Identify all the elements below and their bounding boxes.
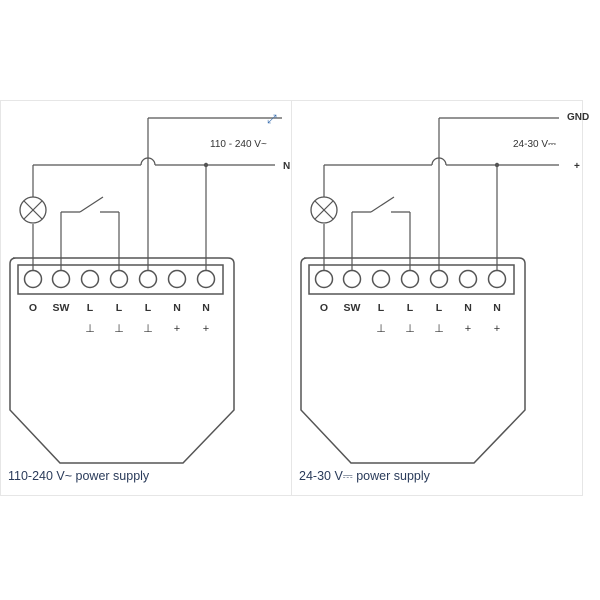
switch-blade — [79, 196, 104, 213]
terminal-screw — [23, 269, 43, 289]
switch-blade — [370, 196, 395, 213]
polarity-symbol: ⊥ — [143, 323, 153, 335]
terminal-label: N — [493, 302, 501, 314]
panel-ac-wiring — [0, 100, 292, 496]
terminal-label: L — [87, 302, 94, 314]
polarity-symbol: ⊥ — [434, 323, 444, 335]
terminal-label: N — [202, 302, 210, 314]
terminal-screw — [138, 269, 158, 289]
terminal-label: SW — [344, 302, 361, 314]
terminal-label: L — [436, 302, 443, 314]
terminal-screw — [487, 269, 507, 289]
voltage-label: 24-30 V⎓ — [513, 139, 556, 150]
module-body — [9, 257, 235, 464]
terminal-label: O — [29, 302, 37, 314]
caption-dc: 24-30 V⎓ power supply — [299, 469, 430, 483]
diagram-ac: O SW L L L N N ⊥ ⊥ ⊥ + +110 - 240 V~ N — [9, 117, 290, 464]
lamp-cross — [23, 200, 43, 220]
terminal-screw — [80, 269, 100, 289]
polarity-symbol: + — [203, 323, 209, 335]
expand-arrows-icon[interactable]: ⤢ — [267, 112, 277, 126]
terminal-screw — [400, 269, 420, 289]
panel-dc-wiring — [291, 100, 583, 496]
terminal-screw — [342, 269, 362, 289]
terminal-screw — [314, 269, 334, 289]
polarity-symbol: + — [465, 323, 471, 335]
terminal-screw — [371, 269, 391, 289]
polarity-symbol: ⊥ — [376, 323, 386, 335]
diagram-dc: O SW L L L N N ⊥ ⊥ ⊥ + +24-30 V⎓ + GND — [300, 112, 589, 464]
polarity-symbol: + — [494, 323, 500, 335]
lamp-cross — [314, 200, 334, 220]
terminal-label: L — [378, 302, 385, 314]
terminal-screw — [429, 269, 449, 289]
polarity-symbol: ⊥ — [85, 323, 95, 335]
terminal-label: SW — [53, 302, 70, 314]
terminal-label: O — [320, 302, 328, 314]
terminal-label: N — [464, 302, 472, 314]
terminal-label: L — [116, 302, 123, 314]
terminal-strip — [308, 264, 515, 295]
terminal-screw — [109, 269, 129, 289]
gnd-label: GND — [567, 112, 589, 123]
terminal-label: L — [407, 302, 414, 314]
terminal-screw — [458, 269, 478, 289]
polarity-symbol: + — [174, 323, 180, 335]
polarity-symbol: ⊥ — [405, 323, 415, 335]
line-label: N — [283, 161, 290, 172]
terminal-screw — [167, 269, 187, 289]
terminal-screw — [51, 269, 71, 289]
line-label: + — [574, 161, 580, 172]
voltage-label: 110 - 240 V~ — [210, 139, 267, 150]
caption-ac: 110-240 V~ power supply — [8, 469, 150, 483]
terminal-label: N — [173, 302, 181, 314]
terminal-strip — [17, 264, 224, 295]
terminal-screw — [196, 269, 216, 289]
module-body — [300, 257, 526, 464]
polarity-symbol: ⊥ — [114, 323, 124, 335]
terminal-label: L — [145, 302, 152, 314]
